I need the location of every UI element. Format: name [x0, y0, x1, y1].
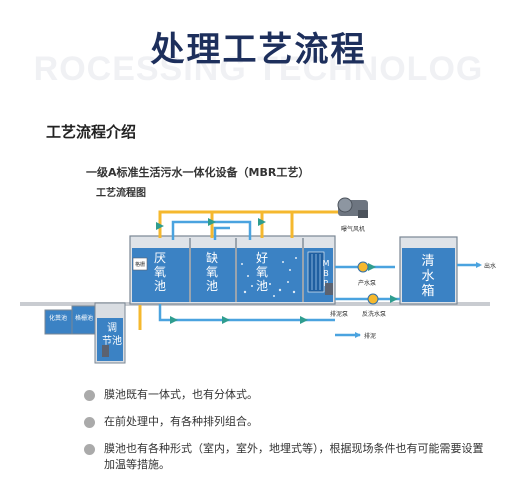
- blower-label: 曝气风机: [341, 225, 365, 233]
- svg-text:好氧池: 好氧池: [256, 251, 268, 293]
- section-heading: 工艺流程介绍: [46, 123, 137, 141]
- grating-label: 格栅: [135, 261, 145, 268]
- mbr-module: [307, 251, 325, 293]
- bullet-dot-icon: [84, 417, 95, 428]
- sludge-pump-label: 排泥泵: [330, 310, 348, 318]
- septic-label: 化粪池: [49, 314, 67, 322]
- grating-box: [132, 257, 148, 271]
- blower-icon: [337, 197, 368, 218]
- svg-text:缺氧池: 缺氧池: [206, 250, 218, 293]
- bullet-item: 膜池既有一体式，也有分体式。: [84, 387, 484, 403]
- bullet-item: 膜池也有各种形式（室内，室外，地埋式等），根据现场条件也有可能需要设置加温等措施…: [84, 441, 484, 473]
- bullet-text: 膜池也有各种形式（室内，室外，地埋式等），根据现场条件也有可能需要设置加温等措施…: [104, 442, 484, 471]
- main-vessel: [129, 235, 336, 305]
- regulating-label-2: 节池: [102, 334, 122, 347]
- clear-water-tank: [399, 236, 458, 305]
- outlet-arrow: [476, 262, 482, 268]
- air-pipes: [138, 210, 348, 330]
- grille-label: 格栅池: [75, 314, 93, 322]
- watermark-text: ROCESSING TECHNOLOG: [33, 50, 484, 88]
- aeration-bubbles: [241, 257, 297, 297]
- sludge-label: 排泥: [364, 332, 376, 340]
- page-title: 处理工艺流程: [150, 30, 367, 70]
- process-flow-diagram: 化粪池 格栅池 调 节池 格栅 厌氧池 缺氧池 好氧池 MBR 清: [20, 197, 496, 364]
- bullet-item: 在前处理中，有各种排列组合。: [84, 414, 484, 430]
- sludge-pump-icon: [325, 283, 333, 295]
- bullet-text: 在前处理中，有各种排列组合。: [104, 415, 258, 428]
- septic-tank: [44, 309, 73, 335]
- backwash-pump-icon: [367, 293, 379, 305]
- bullet-list: 膜池既有一体式，也有分体式。 在前处理中，有各种排列组合。 膜池也有各种形式（室…: [84, 387, 484, 484]
- regulating-tank: [94, 302, 126, 364]
- bullet-text: 膜池既有一体式，也有分体式。: [104, 388, 258, 401]
- product-pump-label: 产水泵: [358, 279, 376, 287]
- diagram-subtitle: 工艺流程图: [96, 188, 146, 199]
- outlet-label: 出水: [484, 262, 496, 270]
- bullet-dot-icon: [84, 390, 95, 401]
- bullet-dot-icon: [84, 444, 95, 455]
- diagram-title: 一级A标准生活污水一体化设备（MBR工艺）: [86, 166, 310, 179]
- svg-text:清水箱: 清水箱: [421, 254, 434, 299]
- svg-text:厌氧池: 厌氧池: [154, 251, 166, 293]
- valves: [156, 218, 398, 324]
- backwash-pump-label: 反洗水泵: [362, 310, 386, 318]
- grille-tank: [71, 305, 98, 335]
- sludge-arrow: [355, 332, 361, 338]
- product-pump-icon: [357, 261, 369, 273]
- regulating-label-1: 调: [107, 322, 117, 334]
